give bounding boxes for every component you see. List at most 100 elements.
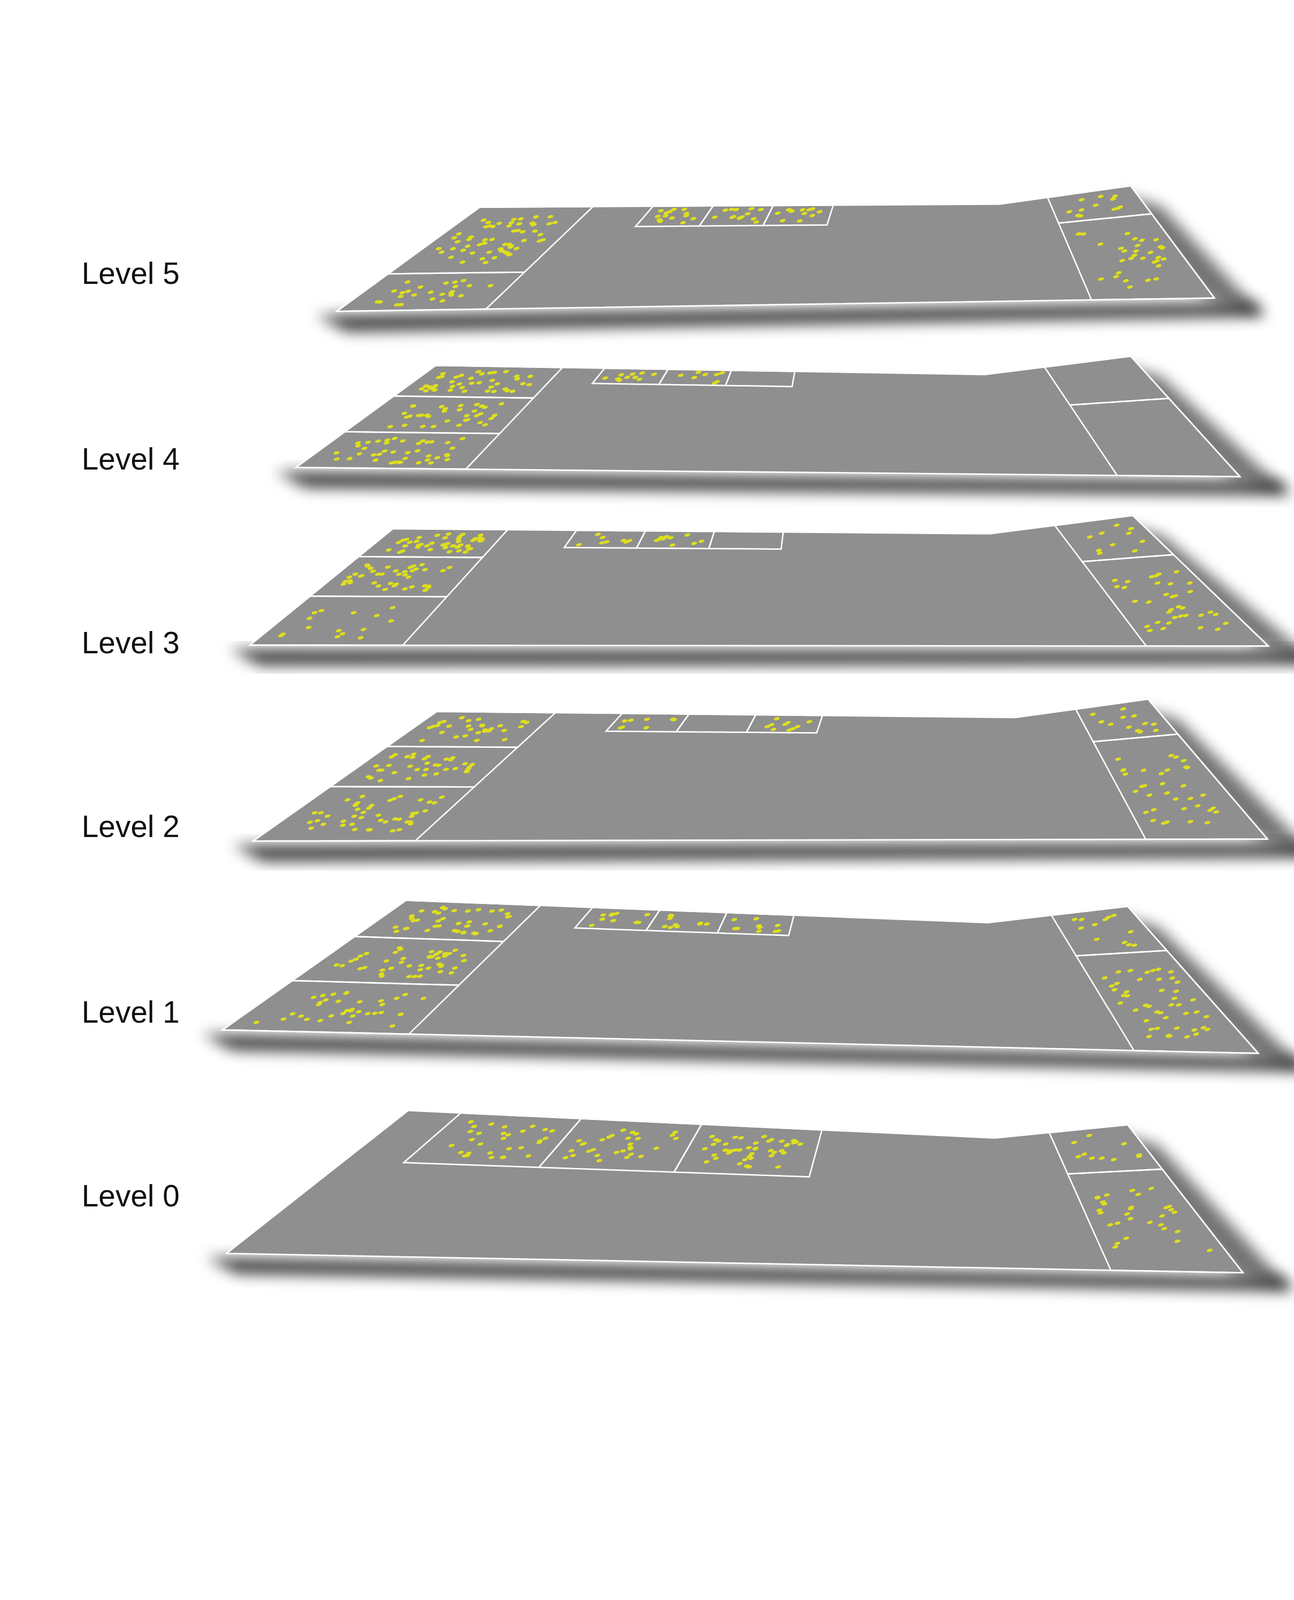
person-dot: [468, 762, 476, 768]
person-dot: [536, 232, 544, 237]
room-outline: [309, 556, 483, 597]
person-dot: [1212, 611, 1219, 617]
person-dot: [350, 813, 358, 819]
person-dot: [408, 584, 416, 590]
person-dot: [656, 219, 664, 225]
person-dot: [562, 1155, 569, 1161]
person-dot: [397, 793, 404, 799]
person-dot: [449, 246, 457, 252]
person-dot: [378, 1002, 386, 1007]
person-dot: [1136, 976, 1144, 982]
person-dot: [667, 535, 675, 541]
person-dot: [593, 1153, 601, 1158]
person-dot: [666, 209, 674, 215]
person-dot: [488, 377, 496, 383]
person-dot: [392, 568, 400, 574]
person-dot: [405, 974, 413, 979]
person-dot: [1149, 817, 1157, 823]
person-dot: [1182, 1011, 1190, 1016]
person-dot: [769, 726, 777, 732]
person-dot: [748, 206, 755, 212]
person-dot: [751, 1146, 759, 1152]
person-dot: [451, 279, 459, 285]
person-dot: [397, 302, 405, 308]
person-dot: [1175, 1002, 1182, 1008]
person-dot: [335, 998, 342, 1004]
person-dot: [1132, 1007, 1139, 1013]
person-dot: [441, 406, 449, 412]
person-dot: [378, 571, 386, 577]
person-dot: [1151, 259, 1158, 265]
person-dot: [405, 963, 413, 969]
person-dot: [1121, 939, 1128, 945]
room-outline: [1082, 554, 1269, 647]
person-dot: [401, 572, 409, 578]
person-dot: [519, 719, 527, 724]
person-dot: [386, 424, 394, 430]
person-dot: [1132, 788, 1139, 794]
person-dot: [487, 283, 494, 289]
person-dot: [662, 213, 669, 219]
person-dot: [668, 1132, 676, 1138]
person-dot: [459, 278, 467, 283]
person-dot: [755, 923, 762, 929]
person-dot: [484, 388, 491, 394]
person-dot: [496, 924, 504, 929]
person-dot: [477, 1141, 484, 1147]
person-dot: [1113, 523, 1120, 528]
person-dot: [789, 726, 797, 732]
person-dot: [426, 384, 433, 390]
person-dot: [446, 549, 453, 554]
person-dot: [701, 1146, 709, 1152]
person-dot: [1173, 1238, 1181, 1244]
person-dot: [452, 374, 460, 380]
person-dot: [457, 403, 465, 408]
person-dot: [1168, 975, 1176, 981]
person-dot: [423, 543, 431, 549]
person-dot: [1149, 967, 1157, 973]
person-dot: [680, 206, 688, 212]
person-dot: [448, 1143, 455, 1148]
person-dot: [373, 763, 380, 769]
room-outline: [538, 1118, 702, 1173]
person-dot: [600, 912, 607, 918]
person-dot: [452, 734, 460, 740]
person-dot: [505, 914, 513, 919]
person-dot: [1180, 783, 1187, 788]
person-dot: [455, 920, 462, 926]
person-dot: [608, 1133, 616, 1138]
person-dot: [454, 928, 461, 934]
person-dot: [499, 1135, 507, 1141]
person-dot: [666, 912, 674, 918]
person-dot: [545, 221, 553, 226]
person-dot: [355, 1009, 363, 1014]
person-dot: [1109, 542, 1116, 548]
person-dot: [443, 418, 451, 424]
person-dot: [357, 635, 365, 641]
person-dot: [459, 436, 466, 441]
person-dot: [406, 564, 414, 570]
person-dot: [464, 417, 471, 422]
person-dot: [1207, 609, 1214, 615]
person-dot: [451, 965, 459, 971]
room-outline: [1076, 950, 1259, 1054]
person-dot: [1093, 937, 1100, 942]
person-dot: [385, 762, 393, 768]
person-dot: [318, 608, 325, 613]
person-dot: [1222, 620, 1229, 626]
person-dot: [731, 926, 739, 931]
person-dot: [355, 443, 362, 449]
person-dot: [315, 1002, 322, 1007]
person-dot: [657, 208, 665, 214]
person-dot: [360, 627, 367, 632]
person-dot: [465, 723, 472, 729]
person-dot: [1158, 987, 1165, 993]
person-dot: [410, 918, 417, 923]
person-dot: [690, 375, 698, 380]
room-outline: [606, 713, 690, 732]
person-dot: [616, 377, 623, 383]
person-dot: [541, 1126, 549, 1132]
person-dot: [500, 728, 508, 733]
person-dot: [440, 719, 448, 724]
person-dot: [448, 970, 455, 976]
